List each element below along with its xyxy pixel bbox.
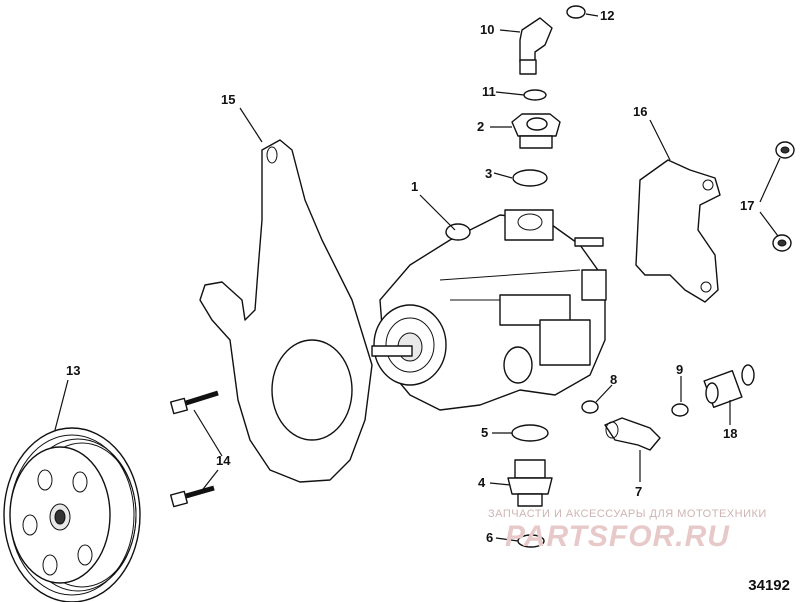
callout-8: 8: [610, 372, 617, 387]
elbow-fitting-10: [519, 17, 553, 75]
callout-17: 17: [740, 198, 754, 213]
adapter-2: [511, 113, 561, 149]
bolts-14: [169, 390, 219, 508]
bracket-15-opening: [271, 339, 353, 441]
bracket-15: [199, 139, 373, 483]
elbow-7: [604, 417, 661, 451]
figure-number: 34192: [748, 577, 790, 594]
callout-13: 13: [66, 363, 80, 378]
bracket-16: [635, 159, 721, 303]
callout-9: 9: [676, 362, 683, 377]
callout-18: 18: [723, 426, 737, 441]
callout-15: 15: [221, 92, 235, 107]
o-ring-8: [581, 400, 599, 414]
o-ring-11: [523, 89, 547, 101]
callout-2: 2: [477, 119, 484, 134]
o-ring-3: [512, 169, 548, 187]
pump-1: [371, 209, 607, 411]
o-ring-9: [671, 403, 689, 417]
callout-1: 1: [411, 179, 418, 194]
callout-5: 5: [481, 425, 488, 440]
watermark-logo: PARTSFOR.RU: [505, 520, 730, 553]
callout-14: 14: [216, 453, 231, 468]
fitting-4: [507, 459, 553, 507]
callout-labels: 1 2 3 4 5 6 7 8 9 10 11 12 13 14 15 16 1…: [66, 8, 754, 545]
callout-7: 7: [635, 484, 642, 499]
callout-4: 4: [478, 475, 486, 490]
o-ring-5: [511, 424, 549, 442]
callout-10: 10: [480, 22, 494, 37]
fitting-18: [703, 364, 755, 408]
callout-6: 6: [486, 530, 493, 545]
o-ring-12: [566, 5, 586, 19]
nuts-17: [772, 141, 795, 252]
callout-16: 16: [633, 104, 647, 119]
leader-lines: [54, 13, 781, 542]
watermark-caption: ЗАПЧАСТИ И АКСЕССУАРЫ ДЛЯ МОТОТЕХНИКИ: [488, 508, 767, 520]
callout-12: 12: [600, 8, 614, 23]
callout-11: 11: [482, 84, 496, 99]
pulley-13: [3, 427, 141, 602]
callout-3: 3: [485, 166, 492, 181]
